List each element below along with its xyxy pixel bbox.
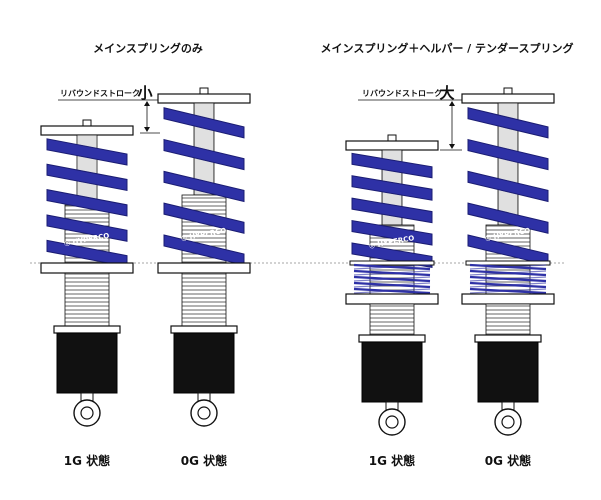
helper-coil-back [469,276,547,282]
bottom-eye-hole [197,406,211,420]
spring-coil [351,175,433,201]
rebound-stroke-arrow-right [358,99,462,151]
spring-coil [163,107,245,139]
lower-spring-seat [461,293,555,305]
helper-coil-back [353,276,431,282]
helper-coil-back [469,282,547,288]
main-coil-spring: ◎ HYPERCO [163,107,245,266]
bottom-eye-hole [80,406,94,420]
spring-coil [163,202,245,234]
helper-collar [349,260,435,266]
shock-main-only-0g: ◎ HYPERCO [157,87,251,427]
helper-coil-back [353,270,431,276]
damper-body [361,341,423,403]
lower-spring-seat [345,293,439,305]
spring-coil [467,202,549,234]
upper-spring-seat [345,140,439,151]
spring-coil [46,163,128,192]
rebound-size-small: 小 [137,84,152,102]
rebound-stroke-label-left: リバウンドストローク [60,88,140,98]
threaded-body-lower [485,303,531,336]
bottom-eye-hole [385,415,399,429]
damper-body [56,332,118,394]
helper-coil-back [469,270,547,276]
lock-ring [358,334,426,343]
spring-coil [351,152,433,179]
main-coil-spring: ◎ HYPERCO [351,152,433,268]
upper-spring-seat [40,125,134,136]
spring-coil [467,170,549,203]
caption-1g-right: 1G 状態 [369,453,415,468]
lock-ring [474,334,542,343]
helper-coil-back [353,282,431,288]
caption-1g-left: 1G 状態 [64,453,110,468]
spring-coil [351,219,433,246]
rebound-stroke-arrow-left [58,99,160,134]
heading-main-plus-helper: メインスプリング＋ヘルパー / テンダースプリング [321,41,574,55]
bottom-eye-hole [501,415,515,429]
caption-0g-right: 0G 状態 [485,453,531,468]
spring-coil [351,197,433,224]
shock-with-helper-1g: ◎ HYPERCO [345,134,439,436]
helper-coil-back [469,288,547,294]
spring-coil [467,138,549,171]
threaded-body-lower [369,303,415,336]
lock-ring [170,325,238,334]
lock-ring [53,325,121,334]
shock-main-only-1g: ◎ HYPERCO [40,119,134,427]
damper-body [477,341,539,403]
rebound-stroke-label-right: リバウンドストローク [362,88,442,98]
spring-coil [46,138,128,166]
spring-coil [163,138,245,171]
spring-coil [46,214,128,242]
helper-coil-back [353,288,431,294]
shock-with-helper-0g: ◎ HYPERCO [461,87,555,436]
upper-spring-seat [157,93,251,104]
main-coil-spring: ◎ HYPERCO [467,107,549,266]
helper-collar [465,260,551,266]
spring-coil [46,189,128,217]
spring-coil [163,170,245,203]
lower-spring-seat [40,262,134,274]
helper-coil-back [353,264,431,270]
caption-0g-left: 0G 状態 [181,453,227,468]
helper-coil-back [469,264,547,270]
spring-coil [467,107,549,139]
threaded-body-lower [181,272,227,327]
helper-spring [349,260,435,295]
damper-body [173,332,235,394]
threaded-body-lower [64,272,110,327]
heading-main-spring-only: メインスプリングのみ [93,41,203,55]
upper-spring-seat [461,93,555,104]
rebound-size-large: 大 [439,84,454,102]
lower-spring-seat [157,262,251,274]
helper-spring [465,260,551,295]
